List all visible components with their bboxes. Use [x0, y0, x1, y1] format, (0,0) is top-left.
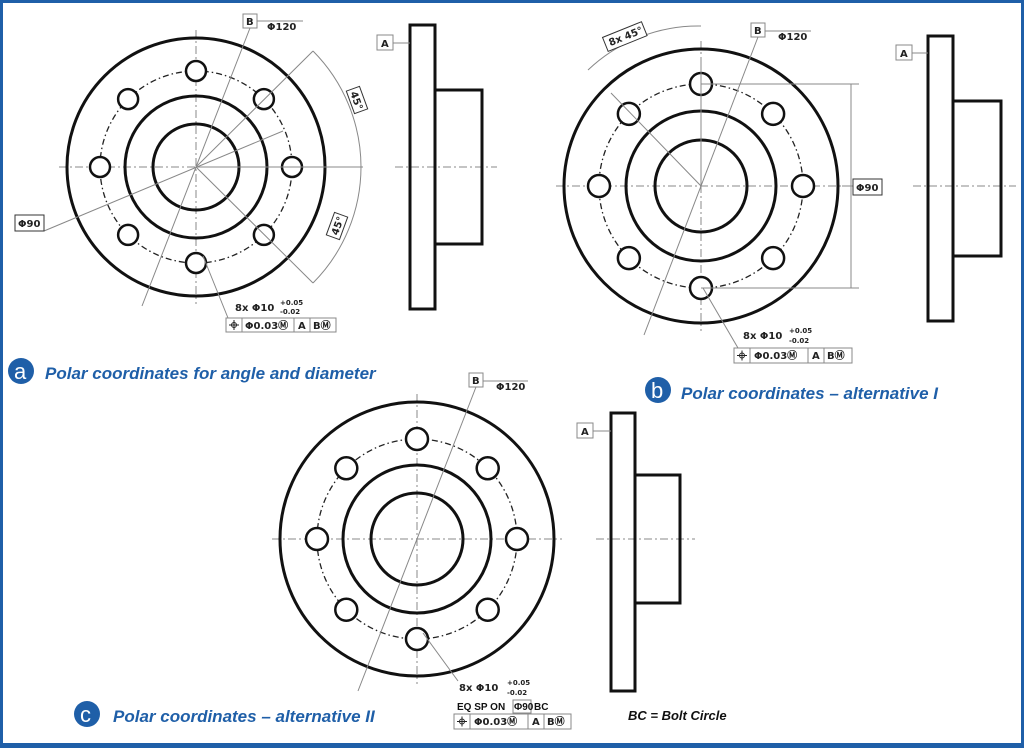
caption-b: Polar coordinates – alternative I [681, 384, 939, 403]
bore-circle [369, 491, 465, 587]
fcf-tolerance: Φ0.03Ⓜ [245, 319, 288, 332]
fcf-datum-1: A [298, 321, 306, 332]
eq-sp-prefix: EQ SP ON [457, 702, 505, 713]
bolt-hole [404, 626, 430, 652]
bolt-hole [475, 597, 500, 622]
eq-sp-suffix: BC [534, 702, 548, 713]
bolt-hole [304, 526, 330, 552]
position-icon [737, 350, 747, 361]
bolt-hole [504, 526, 530, 552]
tol-upper: +0.05 [789, 327, 812, 335]
bolt-circle-dim-box [14, 214, 45, 232]
flange-outer-circle [278, 400, 556, 678]
datum-b-box [242, 13, 258, 29]
datum-a-box [376, 34, 394, 51]
hole-callout: 8x Φ10 [235, 303, 274, 314]
badge-b-letter: b [651, 378, 663, 403]
hub-side-view [633, 473, 682, 605]
badge-c [74, 701, 100, 727]
fcf-datum-1: A [812, 351, 820, 362]
feature-control-frame: Φ0.03Ⓜ A BⓂ [453, 713, 572, 730]
flange-drawings: B Φ120 A Φ90 45° 45° 8x Φ10 +0.05 -0.02 … [8, 13, 1016, 730]
bolt-hole [404, 426, 430, 452]
hub-outer-circle [341, 463, 493, 615]
hole-callout: 8x Φ10 [743, 331, 782, 342]
bolt-hole [616, 245, 642, 271]
basic-dim-box [512, 699, 532, 714]
bolt-circle-dim: Φ90 [18, 219, 40, 230]
bolt-hole [616, 101, 642, 127]
datum-b-label: B [754, 26, 762, 37]
bolt-hole [475, 456, 500, 481]
angle-arc [312, 50, 362, 284]
caption-c: Polar coordinates – alternative II [113, 707, 376, 726]
badge-a-letter: a [14, 359, 27, 384]
eq-sp-basic: Φ90 [514, 702, 534, 713]
bolt-hole [586, 173, 612, 199]
flange-side-view [926, 34, 955, 323]
view-c: B Φ120 A 8x Φ10 +0.05 -0.02 EQ SP ON Φ90… [74, 372, 727, 730]
fcf-datum-1: A [532, 717, 540, 728]
bolt-hole [334, 597, 359, 622]
flange-side-view [609, 411, 637, 693]
angle-ext-line [195, 166, 314, 284]
datum-b-box [750, 22, 766, 38]
bolt-hole [760, 245, 786, 271]
hole-leader [202, 255, 229, 319]
bolt-circle-dim: Φ90 [856, 183, 878, 194]
bolt-circle-leader [43, 130, 284, 232]
datum-a-box [895, 44, 913, 61]
datum-b-label: B [246, 17, 254, 28]
fcf-datum-2: BⓂ [827, 349, 845, 362]
datum-a-label: A [581, 427, 589, 438]
tol-lower: -0.02 [280, 308, 300, 316]
tol-upper: +0.05 [507, 679, 530, 687]
bolt-hole [116, 87, 140, 111]
diameter-leader [357, 386, 477, 692]
feature-control-frame: Φ0.03Ⓜ A BⓂ [225, 317, 337, 333]
datum-b-label: B [472, 376, 480, 387]
angle-ext-line [610, 92, 702, 187]
position-icon [229, 320, 239, 330]
angle-ext-line [195, 50, 314, 168]
view-b: B Φ120 A 8x 45° Φ90 8x Φ10 +0.05 -0.02 Φ… [601, 21, 939, 403]
bolt-circle-note: BC = Bolt Circle [628, 708, 727, 723]
tol-lower: -0.02 [507, 689, 527, 697]
outer-diameter-dim: Φ120 [778, 32, 807, 43]
badge-b [645, 377, 671, 403]
caption-a: Polar coordinates for angle and diameter [45, 364, 377, 383]
badge-c-letter: c [80, 702, 91, 727]
position-icon [457, 716, 467, 727]
bolt-hole [760, 101, 786, 127]
badge-a [8, 358, 34, 384]
tol-lower: -0.02 [789, 337, 809, 345]
view-a: B Φ120 A Φ90 45° 45° 8x Φ10 +0.05 -0.02 … [8, 13, 394, 384]
bolt-hole [116, 223, 140, 247]
datum-a-box [576, 422, 594, 439]
hub-side-view [433, 88, 484, 246]
bolt-hole [790, 173, 816, 199]
bolt-hole [88, 155, 112, 179]
fcf-datum-2: BⓂ [547, 715, 565, 728]
fcf-tolerance: Φ0.03Ⓜ [474, 715, 517, 728]
bolt-hole [184, 59, 208, 83]
flange-outer-circle [562, 47, 840, 325]
datum-a-label: A [381, 39, 389, 50]
fcf-tolerance: Φ0.03Ⓜ [754, 349, 797, 362]
datum-a-label: A [900, 49, 908, 60]
hole-leader [422, 632, 459, 682]
tol-upper: +0.05 [280, 299, 303, 307]
hub-side-view [951, 99, 1003, 258]
feature-control-frame: Φ0.03Ⓜ A BⓂ [733, 347, 853, 364]
bolt-hole [334, 456, 359, 481]
bolt-circle-dim-box [852, 178, 883, 196]
hole-callout: 8x Φ10 [459, 683, 498, 694]
datum-b-box [468, 372, 484, 388]
outer-diameter-dim: Φ120 [267, 22, 296, 33]
outer-diameter-dim: Φ120 [496, 382, 525, 393]
hole-leader [702, 287, 739, 349]
fcf-datum-2: BⓂ [313, 319, 331, 332]
